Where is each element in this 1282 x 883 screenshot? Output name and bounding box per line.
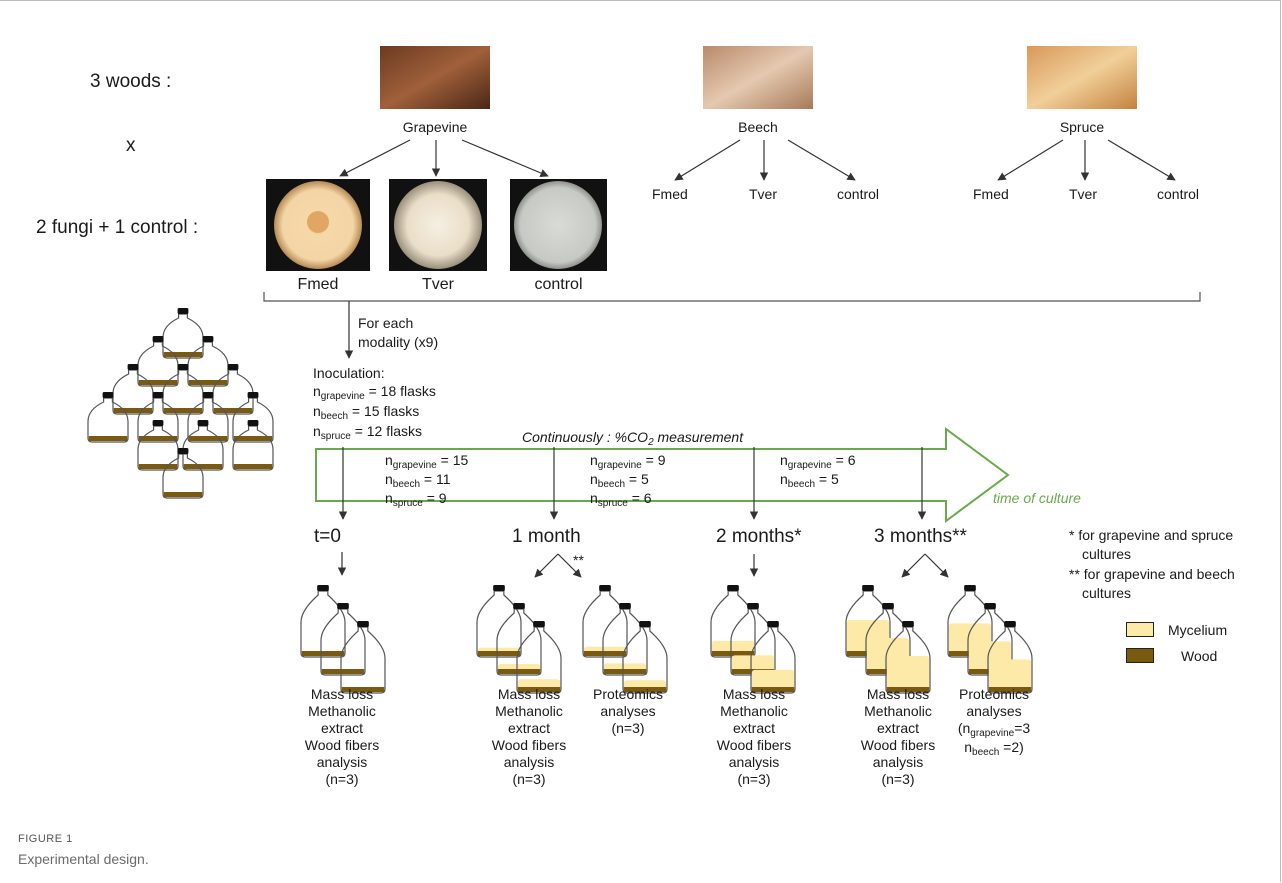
flask-group-3m-mass-icon xyxy=(845,585,931,694)
note-single-star-cont: cultures xyxy=(1082,546,1132,562)
fmed-plate-photo xyxy=(266,179,370,271)
figure-caption-title: FIGURE 1 xyxy=(18,833,73,845)
inoculation-grapevine: ngrapevine = 18 flasks xyxy=(313,383,436,402)
flask-pyramid-icon xyxy=(87,308,274,499)
note-single-star: * for grapevine and spruce xyxy=(1069,527,1234,543)
count-1m-beech: nbeech = 5 xyxy=(590,471,649,490)
count-t0-grapevine: ngrapevine = 15 xyxy=(385,452,469,471)
legend-wood-label: Wood xyxy=(1181,648,1218,664)
wood-name-spruce: Spruce xyxy=(1059,119,1105,135)
flask-group-2m-icon xyxy=(710,585,796,694)
legend-wood-swatch xyxy=(1126,648,1154,663)
timepoint-3-months: 3 months** xyxy=(874,526,967,547)
beech-tver-label: Tver xyxy=(749,186,777,202)
modality-note-line2: modality (x9) xyxy=(358,334,439,350)
flask-group-3m-proteomics-icon xyxy=(947,585,1033,694)
plate-label-control: control xyxy=(534,276,583,293)
tver-plate-photo xyxy=(389,179,487,271)
flask-group-1m-mass-icon xyxy=(476,585,562,694)
inoculation-spruce: nspruce = 12 flasks xyxy=(313,423,423,442)
count-1m-grapevine: ngrapevine = 9 xyxy=(590,452,666,471)
timeline-label: Continuously : %CO2 measurement xyxy=(522,429,744,448)
beech-fmed-label: Fmed xyxy=(652,186,688,202)
spruce-control-label: control xyxy=(1157,186,1200,202)
plate-label-tver: Tver xyxy=(422,276,454,293)
woods-row-label: 3 woods : xyxy=(90,71,172,92)
flask-group-1m-proteomics-icon xyxy=(582,585,668,694)
modality-bracket xyxy=(263,292,1201,302)
spruce-wood-photo xyxy=(1027,46,1137,109)
flask-group-t0-icon xyxy=(300,585,386,694)
grapevine-wood-photo xyxy=(380,46,490,109)
count-2m-beech: nbeech = 5 xyxy=(780,471,839,490)
legend-mycelium-label: Mycelium xyxy=(1168,622,1228,638)
control-plate-photo xyxy=(510,179,607,271)
inoculation-title: Inoculation: xyxy=(313,365,385,381)
figure-caption-text: Experimental design. xyxy=(18,851,149,867)
timeline-arrow xyxy=(315,427,1010,523)
timepoint-2-months: 2 months* xyxy=(716,526,802,547)
fungi-row-label: 2 fungi + 1 control : xyxy=(36,217,199,238)
count-t0-beech: nbeech = 11 xyxy=(385,471,451,490)
timeline-axis-label: time of culture xyxy=(993,490,1081,506)
timepoint-1-month-stars: ** xyxy=(573,552,584,568)
analyses-3m-proteomics: Proteomics analyses (ngrapevine=3 nbeech… xyxy=(957,686,1031,758)
wood-name-grapevine: Grapevine xyxy=(402,119,468,135)
beech-control-label: control xyxy=(837,186,880,202)
spruce-fmed-label: Fmed xyxy=(973,186,1009,202)
wood-name-beech: Beech xyxy=(738,119,778,135)
beech-wood-photo xyxy=(703,46,813,109)
count-2m-grapevine: ngrapevine = 6 xyxy=(780,452,856,471)
legend-mycelium-swatch xyxy=(1126,622,1154,637)
timepoint-t0: t=0 xyxy=(314,526,341,547)
count-1m-spruce: nspruce = 6 xyxy=(590,490,652,509)
spruce-tver-label: Tver xyxy=(1069,186,1097,202)
note-double-star: ** for grapevine and beech xyxy=(1069,566,1235,582)
cross-label: x xyxy=(126,135,136,156)
count-t0-spruce: nspruce = 9 xyxy=(385,490,447,509)
inoculation-beech: nbeech = 15 flasks xyxy=(313,403,420,422)
modality-note-line1: For each xyxy=(358,315,414,331)
note-double-star-cont: cultures xyxy=(1082,585,1132,601)
plate-label-fmed: Fmed xyxy=(297,276,339,293)
timepoint-1-month: 1 month xyxy=(512,526,581,547)
